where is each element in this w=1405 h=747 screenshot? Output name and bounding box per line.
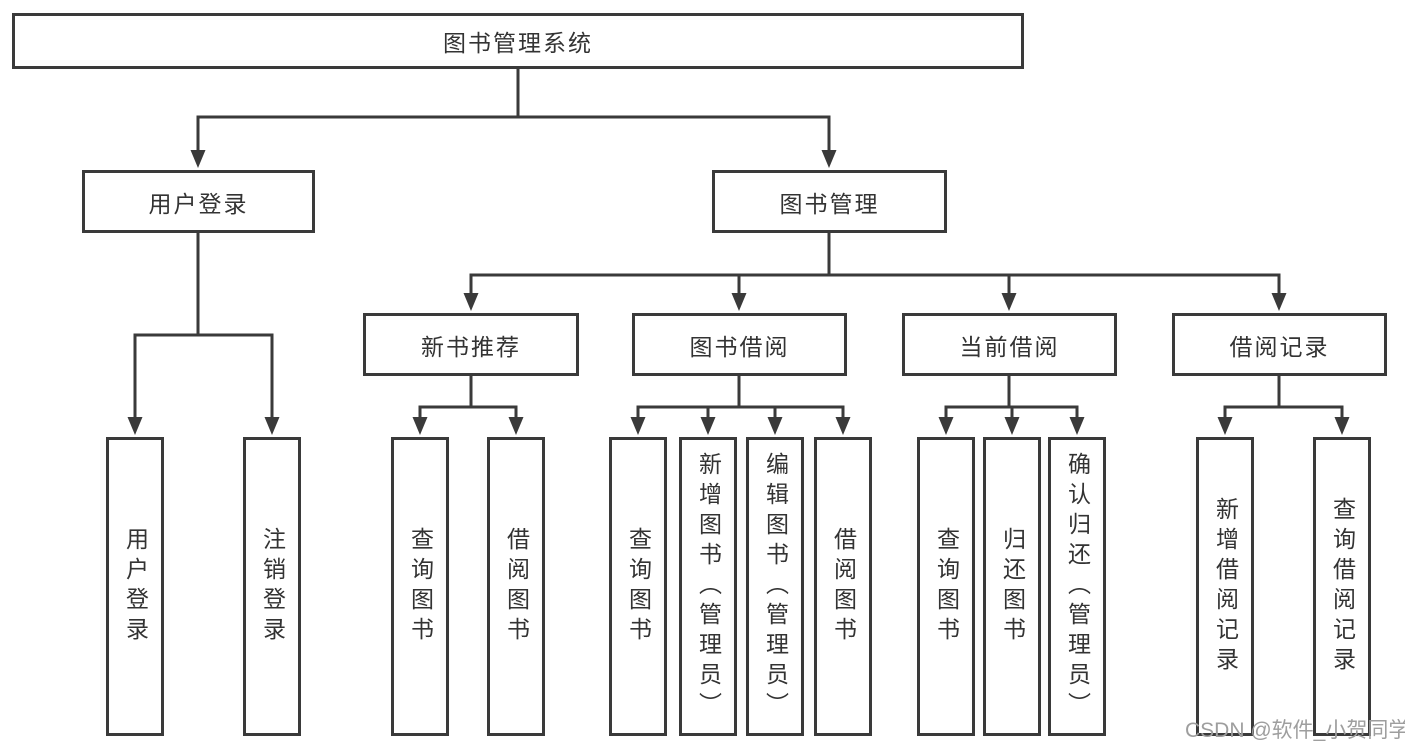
leaf-br-add-record-label: 新增借阅记录: [1212, 496, 1239, 677]
node-section-borrow-records-label: 借阅记录: [1229, 333, 1330, 360]
leaf-nb-query-books-label: 查询图书: [407, 526, 434, 647]
leaf-bb-query-books-label: 查询图书: [625, 526, 652, 647]
leaf-user-login: 用户登录: [106, 437, 164, 736]
leaf-nb-borrow-books: 借阅图书: [487, 437, 545, 736]
node-section-borrow-records: 借阅记录: [1172, 313, 1387, 376]
csdn-watermark: CSDN @软件_小贺同学: [1185, 719, 1405, 742]
leaf-br-query-record-label: 查询借阅记录: [1329, 496, 1356, 677]
node-section-book-borrow-label: 图书借阅: [689, 333, 790, 360]
leaf-bb-edit-books-admin: 编辑图书（管理员）: [746, 437, 804, 736]
leaf-br-query-record: 查询借阅记录: [1313, 437, 1371, 736]
node-section-new-book-recommend: 新书推荐: [363, 313, 579, 376]
leaf-bb-borrow-books-label: 借阅图书: [830, 526, 857, 647]
leaf-cb-return-books-label: 归还图书: [999, 526, 1026, 647]
leaf-bb-add-books-admin-label: 新增图书（管理员）: [695, 451, 722, 722]
node-user-login-branch-label: 用户登录: [148, 190, 249, 217]
node-section-new-book-recommend-label: 新书推荐: [421, 333, 521, 360]
node-book-management-branch-label: 图书管理: [779, 190, 880, 217]
leaf-br-add-record: 新增借阅记录: [1196, 437, 1254, 736]
leaf-user-login-label: 用户登录: [122, 526, 149, 647]
node-root-system: 图书管理系统: [12, 13, 1024, 69]
leaf-logout-login-label: 注销登录: [259, 526, 286, 647]
node-book-management-branch: 图书管理: [712, 170, 947, 233]
leaf-cb-return-books: 归还图书: [983, 437, 1041, 736]
leaf-bb-edit-books-admin-label: 编辑图书（管理员）: [762, 451, 789, 722]
leaf-cb-confirm-return-admin-label: 确认归还（管理员）: [1064, 451, 1091, 722]
leaf-logout-login: 注销登录: [243, 437, 301, 736]
node-section-current-borrow-label: 当前借阅: [959, 333, 1060, 360]
leaf-bb-add-books-admin: 新增图书（管理员）: [679, 437, 737, 736]
leaf-bb-query-books: 查询图书: [609, 437, 667, 736]
node-section-current-borrow: 当前借阅: [902, 313, 1117, 376]
leaf-cb-query-books: 查询图书: [917, 437, 975, 736]
node-user-login-branch: 用户登录: [82, 170, 315, 233]
leaf-cb-query-books-label: 查询图书: [933, 526, 960, 647]
leaf-nb-query-books: 查询图书: [391, 437, 449, 736]
node-section-book-borrow: 图书借阅: [632, 313, 847, 376]
leaf-nb-borrow-books-label: 借阅图书: [503, 526, 530, 647]
leaf-cb-confirm-return-admin: 确认归还（管理员）: [1048, 437, 1106, 736]
node-root-system-label: 图书管理系统: [443, 30, 593, 56]
leaf-bb-borrow-books: 借阅图书: [814, 437, 872, 736]
